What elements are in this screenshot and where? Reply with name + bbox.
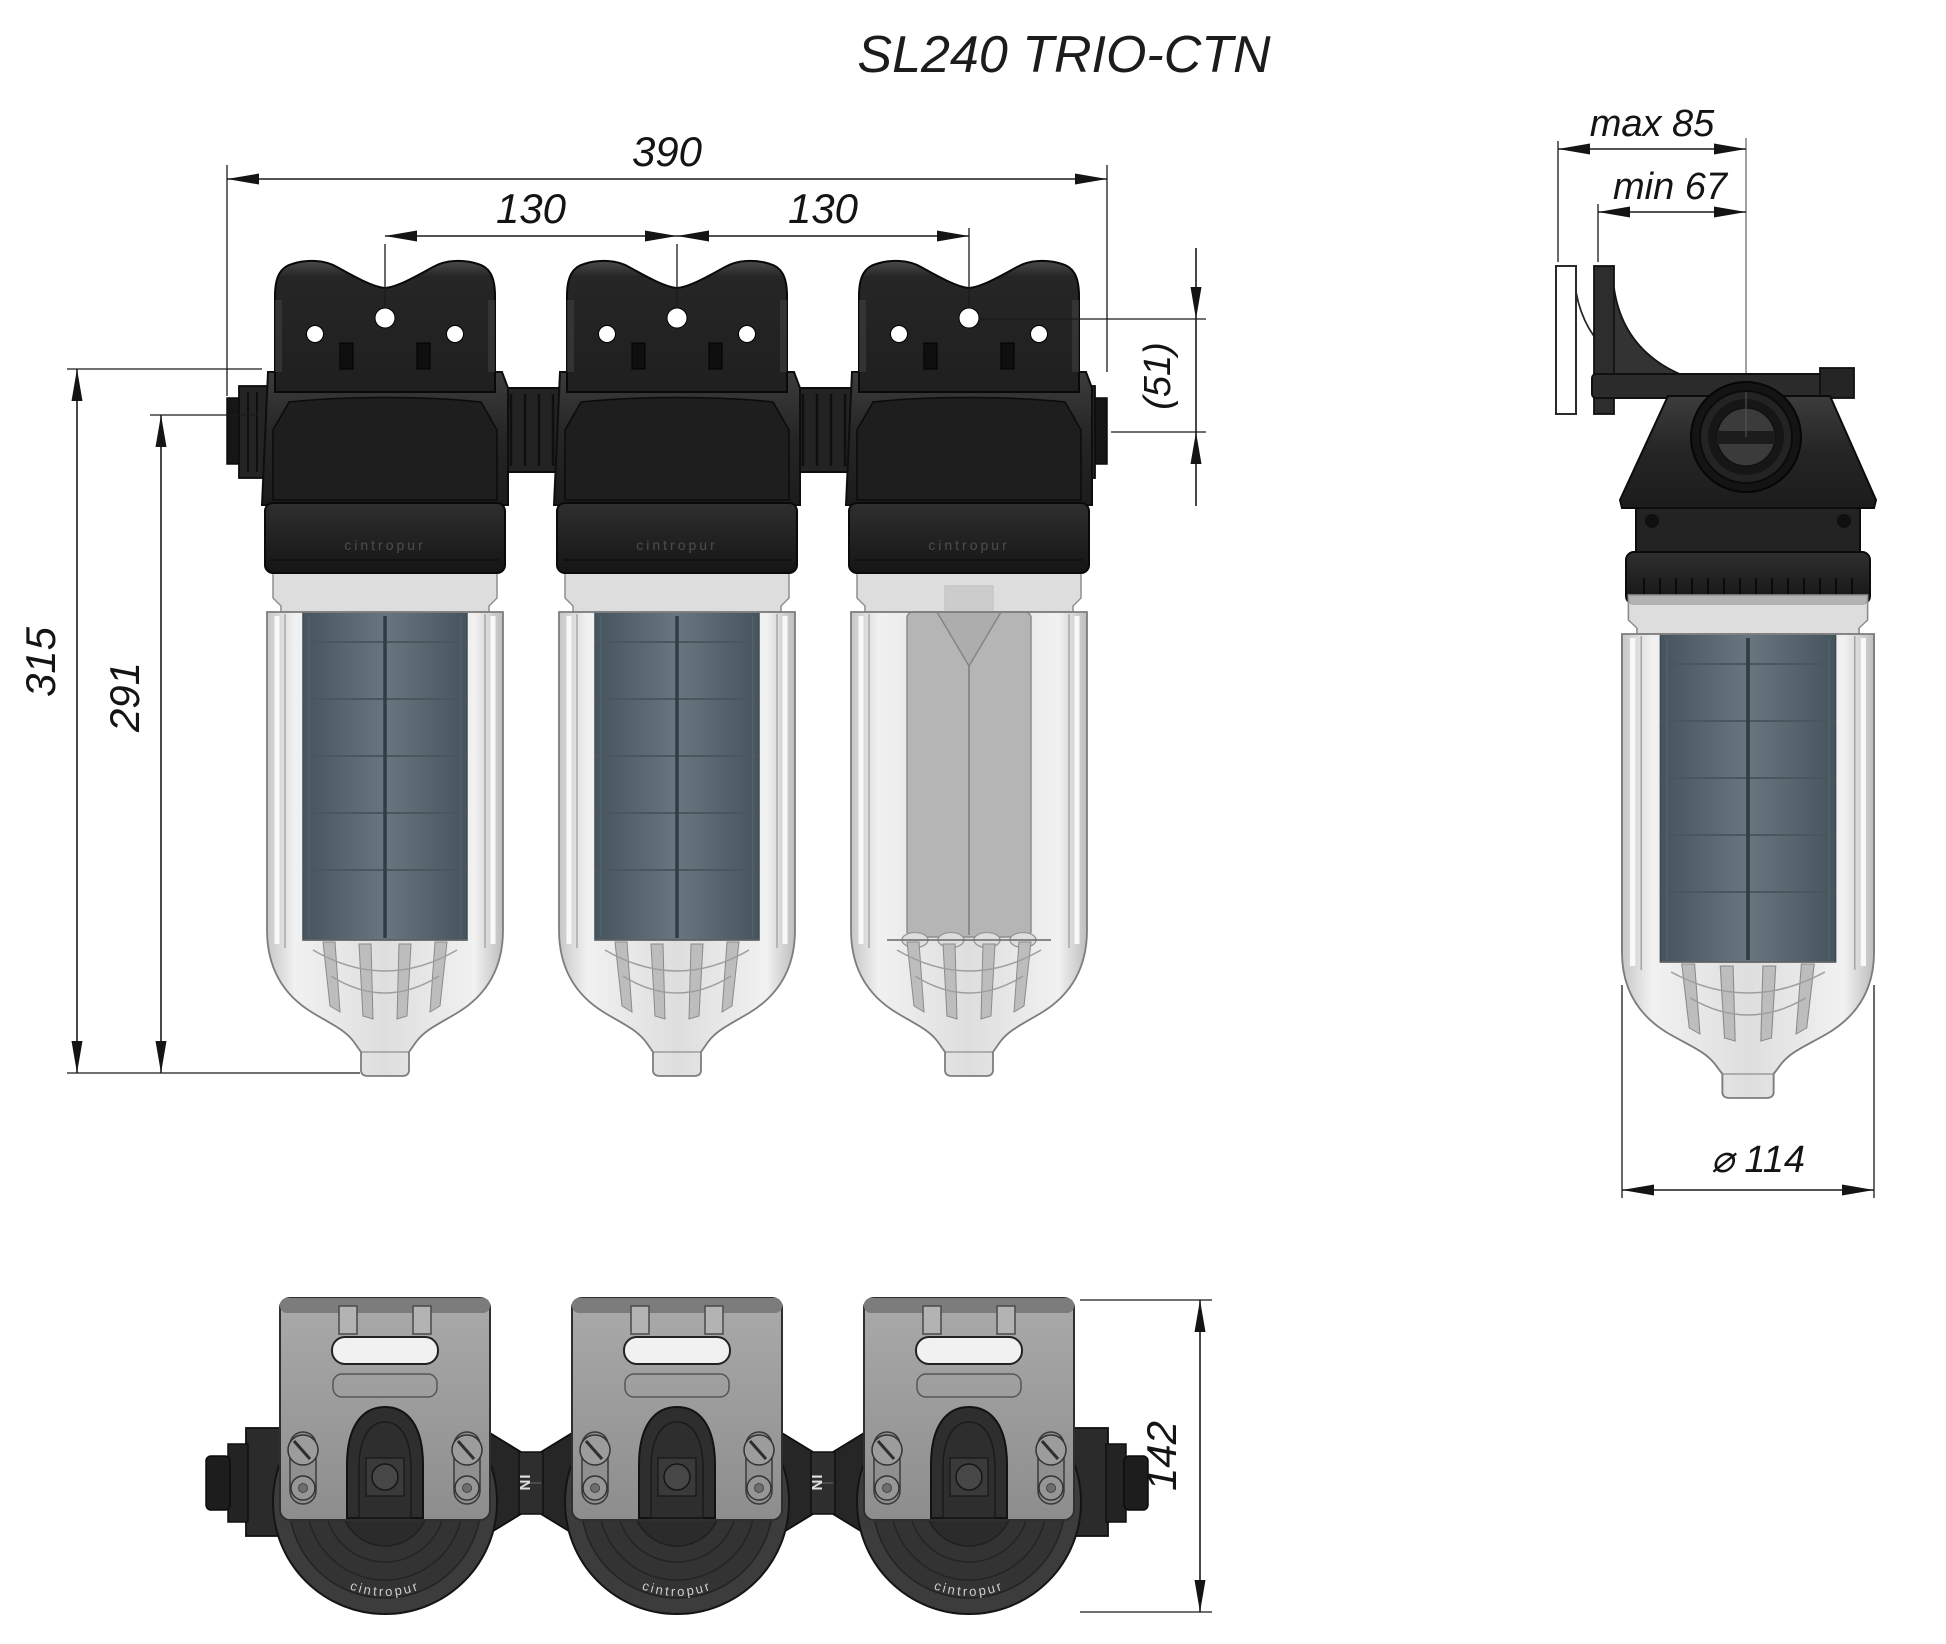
dim-depth-max: max 85	[1557, 103, 1746, 262]
bottom-brand-text-3: cintropur	[932, 1578, 1003, 1599]
dim-text-390: 390	[632, 128, 703, 175]
filter-unit-1	[261, 259, 509, 1076]
dim-text-315: 315	[17, 626, 64, 697]
dim-bowl-diameter: ⌀ 114	[1621, 985, 1875, 1198]
side-view: max 85 min 67 ⌀ 114	[1555, 103, 1878, 1198]
dim-text-diameter: ⌀ 114	[1711, 1139, 1805, 1181]
drawing-title: SL240 TRIO-CTN	[857, 26, 1271, 84]
dim-text-291: 291	[101, 662, 148, 733]
dim-total-height: 315	[17, 368, 360, 1074]
dim-overall-width: 390	[226, 128, 1108, 396]
inlet-port-front	[226, 385, 270, 479]
dim-text-130-left: 130	[496, 185, 567, 232]
filter-unit-2	[553, 259, 801, 1076]
bottom-brand-text-1: cintropur	[348, 1578, 419, 1599]
side-bowl	[1622, 595, 1874, 1098]
dim-text-142: 142	[1138, 1421, 1185, 1491]
dim-body-height: 291	[101, 414, 258, 1073]
bottom-brand-text-2: cintropur	[640, 1578, 711, 1599]
bottom-unit-1	[271, 1296, 499, 1616]
dim-text-130-right: 130	[788, 185, 859, 232]
filter-unit-3	[845, 259, 1093, 1076]
dim-text-51: (51)	[1137, 342, 1179, 410]
dim-depth-min: min 67	[1597, 166, 1746, 262]
bottom-unit-2	[563, 1296, 791, 1616]
side-head	[1618, 381, 1878, 605]
dim-hole-pitch: 130 130	[384, 185, 970, 306]
bottom-unit-3	[855, 1296, 1083, 1616]
front-view: 390 130 130 (51)	[17, 128, 1206, 1076]
dim-text-max85: max 85	[1590, 103, 1715, 145]
bottom-view: cintropur cintropur cintropur 142	[205, 1296, 1212, 1616]
svg-text:cintropur: cintropur	[640, 1578, 713, 1599]
dim-depth-142: 142	[1080, 1299, 1212, 1613]
svg-text:cintropur: cintropur	[348, 1578, 421, 1599]
dim-hole-offset: (51)	[981, 248, 1206, 506]
dim-text-min67: min 67	[1613, 166, 1729, 208]
svg-text:cintropur: cintropur	[932, 1578, 1005, 1599]
